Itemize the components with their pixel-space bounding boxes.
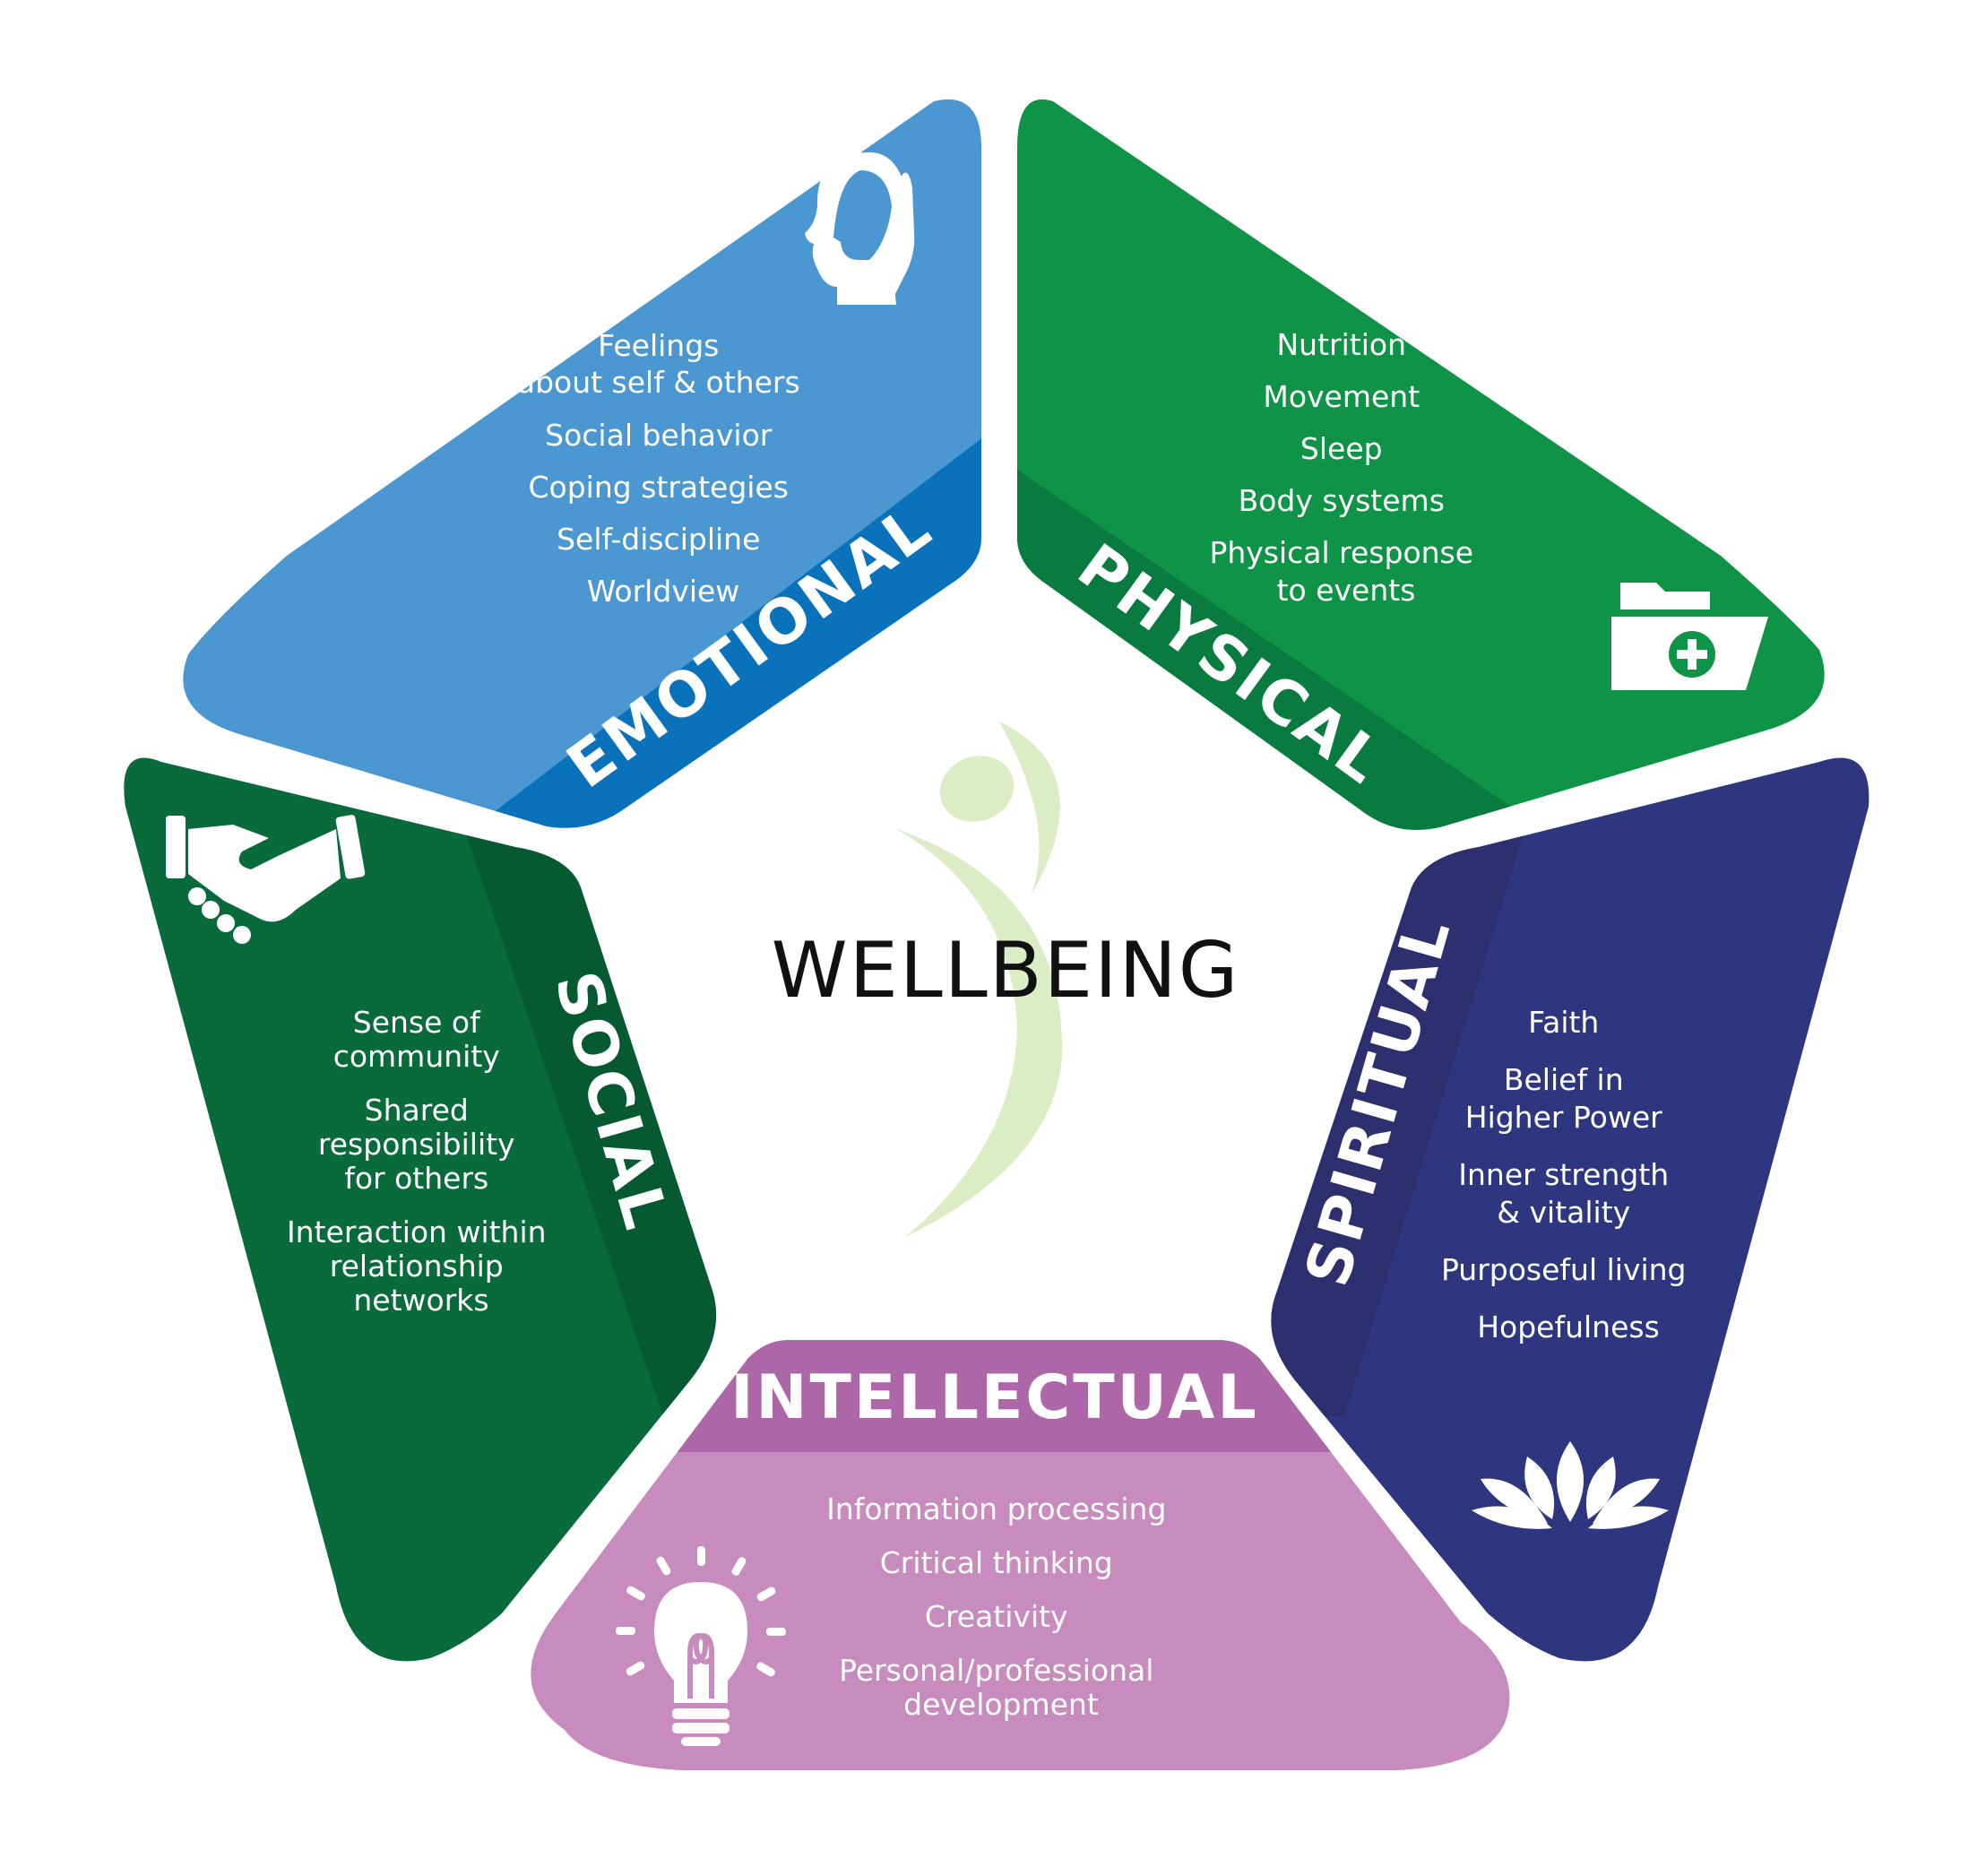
emotional-segment: Feelings about self & others Social beha… xyxy=(183,99,981,828)
svg-text:Information processing C: Information processing Critical thinking… xyxy=(826,1491,1176,1722)
emotional-item: Self-discipline xyxy=(557,522,760,557)
lotus-icon xyxy=(1472,1441,1669,1529)
svg-text:Faith Belief in Hi: Faith Belief in Higher Power Inner stren… xyxy=(1441,1005,1696,1344)
spiritual-item: Hopefulness xyxy=(1477,1310,1660,1344)
spiritual-item: Inner strength xyxy=(1458,1157,1669,1192)
emotional-shape xyxy=(183,99,981,828)
spiritual-item: Faith xyxy=(1528,1005,1599,1040)
social-item: Sense of xyxy=(353,1005,481,1040)
physical-segment: Nutrition Movement Sleep Body systems Ph… xyxy=(1017,99,1825,830)
spiritual-item: Belief in xyxy=(1504,1062,1624,1097)
svg-text:Nutrition Movement: Nutrition Movement Sleep Body systems Ph… xyxy=(1209,327,1482,608)
physical-item: Movement xyxy=(1263,379,1420,414)
page-title: WELLBEING xyxy=(772,926,1240,1016)
head-hand-icon xyxy=(805,152,915,305)
intellectual-item: Creativity xyxy=(925,1599,1068,1634)
svg-text:Feelings about self & ot: Feelings about self & others Social beha… xyxy=(517,328,809,609)
social-item: Interaction within xyxy=(287,1215,547,1249)
emotional-item: Social behavior xyxy=(545,418,773,453)
lightbulb-icon xyxy=(616,1546,786,1746)
physical-item: Sleep xyxy=(1300,431,1383,466)
handshake-icon xyxy=(166,815,366,944)
physical-item: Nutrition xyxy=(1277,327,1407,362)
social-item: Shared xyxy=(365,1093,469,1128)
intellectual-item: development xyxy=(903,1687,1099,1722)
social-item: networks xyxy=(353,1283,488,1318)
social-item: community xyxy=(333,1039,500,1074)
emotional-item: Feelings xyxy=(598,328,719,363)
spiritual-item: Higher Power xyxy=(1465,1100,1662,1135)
social-item: relationship xyxy=(330,1249,504,1284)
intellectual-label: INTELLECTUAL xyxy=(730,1362,1259,1433)
intellectual-item: Information processing xyxy=(826,1491,1166,1526)
spiritual-item: Purposeful living xyxy=(1441,1252,1687,1287)
emotional-item: Worldview xyxy=(587,574,740,609)
emotional-item: Coping strategies xyxy=(529,470,789,505)
intellectual-item: Personal/professional xyxy=(839,1653,1153,1688)
wellbeing-figure-icon xyxy=(896,722,1063,1237)
medical-folder-icon xyxy=(1611,583,1768,690)
emotional-item: about self & others xyxy=(517,365,800,400)
physical-item: Body systems xyxy=(1239,483,1445,518)
physical-shape xyxy=(1017,99,1825,830)
physical-item: Physical response xyxy=(1209,535,1473,570)
intellectual-item: Critical thinking xyxy=(880,1545,1113,1580)
spiritual-item: & vitality xyxy=(1497,1195,1630,1230)
social-item: for others xyxy=(344,1161,488,1196)
physical-item: to events xyxy=(1277,573,1416,608)
social-item: responsibility xyxy=(318,1127,515,1162)
svg-text:Sense of community: Sense of community Shared responsibility… xyxy=(287,1005,556,1318)
